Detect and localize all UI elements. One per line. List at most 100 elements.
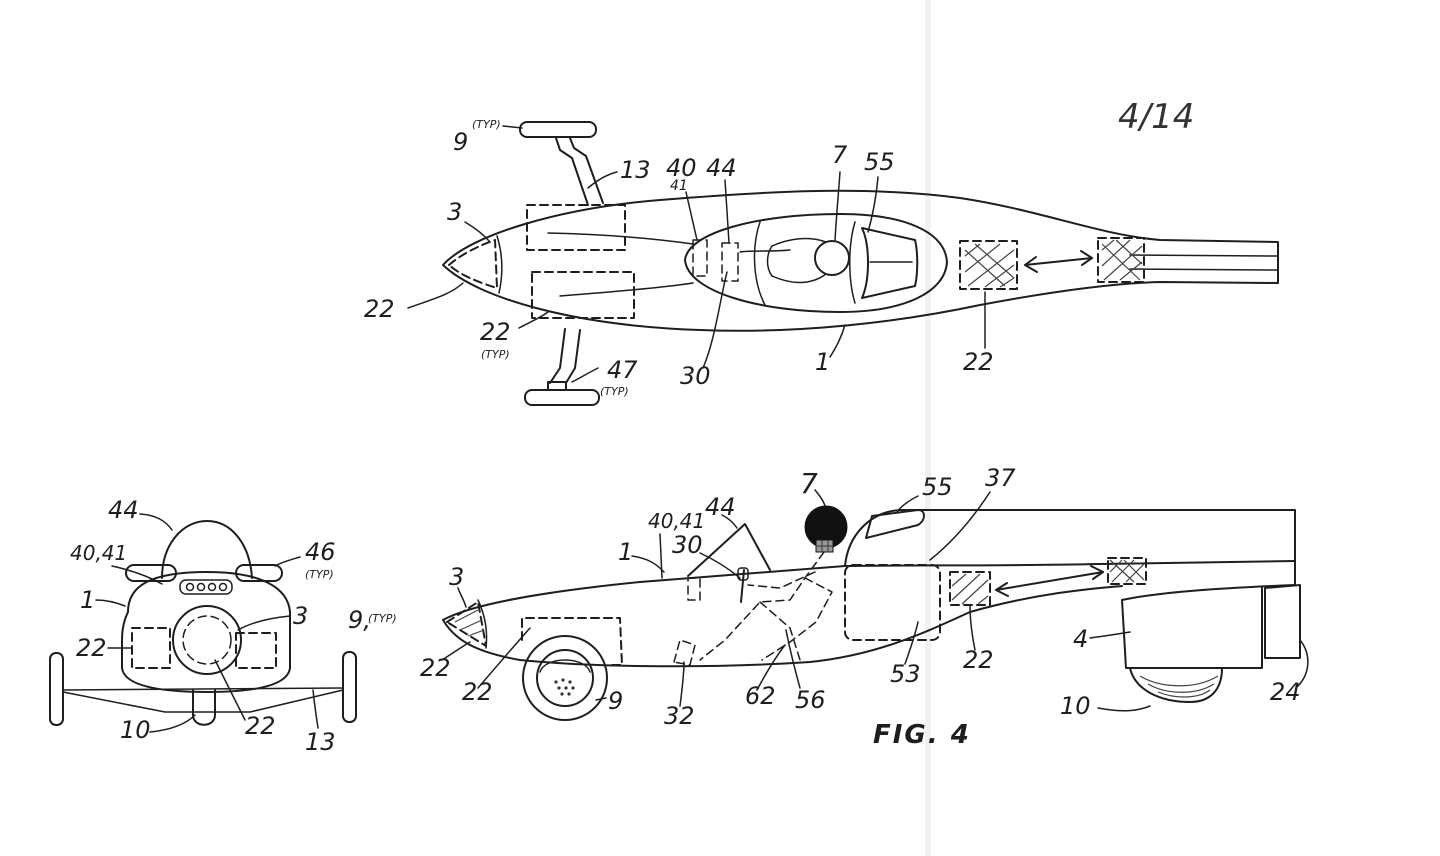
leader-f40-41 <box>111 565 163 585</box>
top-ref-22-pod-note: (TYP) <box>481 348 510 361</box>
front-ref-9-note: (TYP) <box>368 612 397 625</box>
leader-9 <box>502 125 523 129</box>
leader-13 <box>587 171 618 189</box>
side-ref-7: 7 <box>800 467 818 500</box>
side-pilot <box>699 505 848 661</box>
leader-22-pod <box>518 311 549 329</box>
arrow-shaft <box>1024 257 1093 266</box>
leader-30 <box>702 271 728 369</box>
pilot-leg-dashed <box>761 577 833 661</box>
leader-f1 <box>95 599 126 607</box>
leader-s32 <box>679 661 685 707</box>
front-ref-22-left: 22 <box>76 634 107 662</box>
outrigger-strut-lower-b <box>565 329 581 384</box>
side-component-37 <box>844 564 941 641</box>
top-ref-47: 47 <box>607 356 638 384</box>
pilot-shoulder-upper <box>771 237 827 247</box>
leader-44 <box>724 179 730 244</box>
figure-label: FIG. 4 <box>873 720 971 750</box>
ballast-box-aft <box>1097 237 1145 283</box>
side-rear-fairing <box>844 509 1296 586</box>
front-light-dots <box>185 582 228 592</box>
side-nose-cap <box>477 599 488 649</box>
side-ref-9: 9 <box>608 687 623 715</box>
ballast-travel-arrow <box>1024 250 1093 273</box>
outrigger-strut-upper-a <box>555 137 589 206</box>
side-fin-4 <box>1121 587 1263 669</box>
leader-55 <box>867 176 879 233</box>
side-ref-22-pod: 22 <box>462 678 493 706</box>
outrigger-upper <box>519 121 604 206</box>
side-ref-53: 53 <box>890 660 921 688</box>
front-wheel-tire <box>522 635 608 721</box>
front-nose-circle <box>172 605 242 675</box>
top-ref-44: 44 <box>706 154 737 182</box>
side-ref-56: 56 <box>795 686 826 714</box>
leader-s22-nose <box>441 641 471 661</box>
side-ref-62: 62 <box>745 682 776 710</box>
top-ref-13: 13 <box>620 156 651 184</box>
arrow-head-left <box>1024 256 1038 273</box>
leader-s44 <box>721 514 738 529</box>
side-arrow-shaft <box>995 571 1104 591</box>
nose-ballast-dashed <box>448 239 498 289</box>
side-arrow-head-left <box>995 582 1009 597</box>
front-ballast-right <box>235 632 277 669</box>
pod-line-lower <box>559 282 694 297</box>
sheet-number: 4/14 <box>1118 97 1194 137</box>
outrigger-strut-upper-b <box>569 137 604 204</box>
side-ballast-aft <box>1107 557 1147 585</box>
leader-f13 <box>312 689 319 729</box>
side-ref-3: 3 <box>449 563 464 591</box>
top-ref-41: 41 <box>670 178 688 194</box>
movable-ballast-aft <box>1097 237 1145 283</box>
outrigger-wheel-upper <box>519 121 597 138</box>
leader-f3 <box>237 615 291 631</box>
top-view: 9 (TYP) 13 40 41 44 7 55 3 22 22 (TYP) 3… <box>364 118 1279 406</box>
ballast-aft-hatch <box>1101 239 1143 281</box>
control-44-dashed <box>721 242 739 282</box>
front-mirror-right <box>235 564 283 582</box>
side-rear-window <box>865 509 925 539</box>
front-ref-1: 1 <box>80 586 95 614</box>
front-view: 44 40,41 46 (TYP) 1 3 22 9, (TYP) 10 22 … <box>49 496 397 756</box>
side-upper-outline <box>442 560 1296 621</box>
side-ref-37: 37 <box>985 464 1016 492</box>
front-nose-ballast <box>182 615 232 665</box>
ballast-box <box>959 240 1018 290</box>
top-ref-9-note: (TYP) <box>472 118 501 131</box>
fuselage-outline <box>442 189 1279 332</box>
leader-1 <box>829 324 846 358</box>
leader-f46 <box>274 556 301 567</box>
side-ref-22-ballast: 22 <box>963 646 994 674</box>
front-canopy <box>161 520 253 579</box>
leader-f10 <box>149 714 196 733</box>
side-nose-ballast <box>446 601 487 647</box>
top-ref-47-note: (TYP) <box>600 385 629 398</box>
leader-s7 <box>814 489 826 507</box>
nose-cap-line <box>496 235 503 294</box>
front-mirror-left <box>125 564 177 582</box>
pilot-torso <box>766 245 773 277</box>
front-ref-22-center: 22 <box>245 712 276 740</box>
front-ref-10: 10 <box>120 716 151 744</box>
side-movable-ballast <box>949 571 991 606</box>
side-ref-32: 32 <box>664 702 695 730</box>
front-ref-13: 13 <box>305 728 336 756</box>
front-ref-3: 3 <box>293 602 308 630</box>
side-ballast-arrow <box>995 565 1104 597</box>
leader-f22-center <box>214 659 246 721</box>
pilot-shoulder-lower <box>771 273 827 284</box>
side-arrow-head-right <box>1090 565 1104 580</box>
front-ref-46: 46 <box>305 538 336 566</box>
side-ballast-aft-box <box>1107 557 1147 585</box>
front-ballast-left <box>131 627 171 669</box>
front-wheel-dots <box>554 678 575 696</box>
top-ref-30: 30 <box>680 362 711 390</box>
leader-s4 <box>1089 631 1131 639</box>
front-outrigger-wheel-left <box>49 652 64 726</box>
side-ref-30: 30 <box>672 531 703 559</box>
front-brace-bottom <box>62 689 344 713</box>
side-view-leaders <box>441 489 1309 712</box>
